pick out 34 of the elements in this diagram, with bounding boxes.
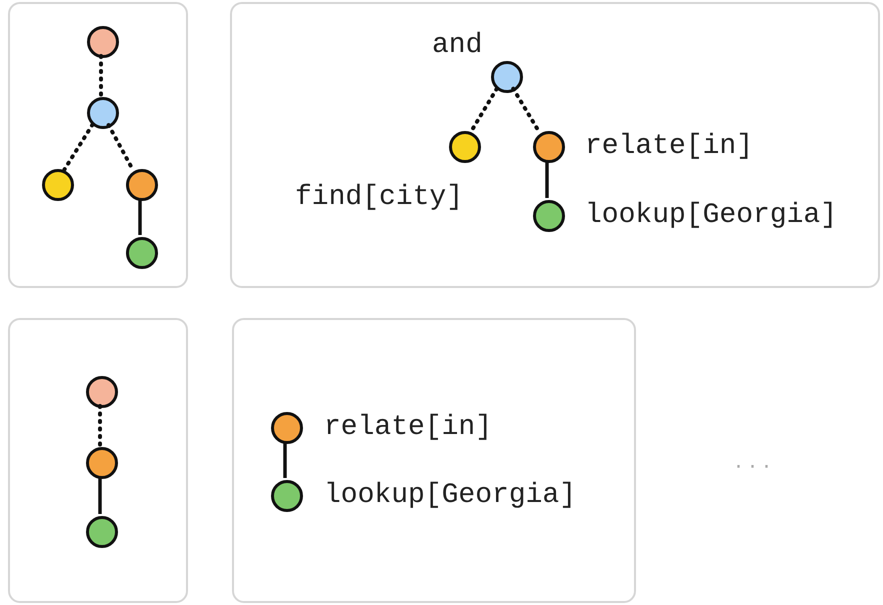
tree-node-circle [533, 200, 565, 232]
dotted-connector [98, 404, 102, 447]
tree-node-circle [271, 480, 303, 512]
dotted-connector [469, 86, 499, 134]
dotted-connector [62, 122, 95, 172]
tree-node-circle [42, 169, 74, 201]
tree-node-circle [126, 169, 158, 201]
node-label: find[city] [295, 182, 464, 214]
panel [8, 2, 188, 288]
tree-node-circle [86, 376, 118, 408]
dotted-connector [511, 86, 541, 134]
tree-node-circle [126, 237, 158, 269]
node-label: relate[in] [585, 131, 754, 163]
panel [8, 318, 188, 603]
tree-node-circle [533, 131, 565, 163]
tree-node-circle [87, 97, 119, 129]
connector-line [138, 199, 142, 235]
tree-node-circle [491, 61, 523, 93]
panel [230, 2, 880, 288]
and-label: and [432, 30, 482, 62]
tree-node-circle [449, 131, 481, 163]
connector-line [98, 477, 102, 514]
connector-line [545, 161, 549, 198]
tree-node-circle [87, 26, 119, 58]
tree-node-circle [86, 447, 118, 479]
panel [232, 318, 636, 603]
node-label: lookup[Georgia] [585, 200, 838, 232]
tree-node-circle [86, 516, 118, 548]
dotted-connector [99, 54, 103, 97]
node-label: lookup[Georgia] [324, 480, 576, 512]
node-label: relate[in] [324, 412, 492, 444]
connector-line [283, 442, 287, 478]
ellipsis: · · · [735, 454, 770, 482]
tree-node-circle [271, 412, 303, 444]
